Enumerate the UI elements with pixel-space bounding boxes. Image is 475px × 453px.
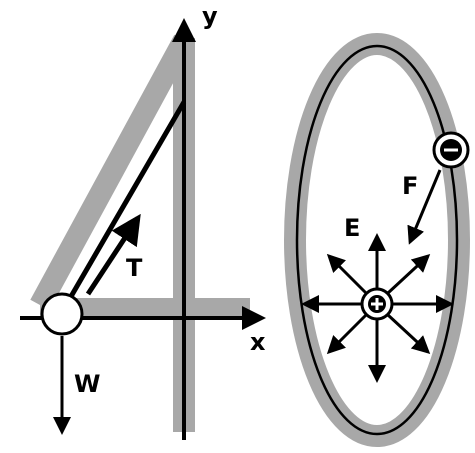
tension-vector <box>85 213 141 296</box>
field-line-down-left <box>326 313 368 355</box>
numeral-zero <box>284 33 470 447</box>
y-axis-label: y <box>202 2 218 30</box>
pendulum-bob <box>40 292 84 336</box>
tension-label: T <box>126 254 143 282</box>
numeral-four <box>30 34 250 432</box>
x-axis-label: x <box>250 328 266 356</box>
four-diagonal-stroke <box>30 34 194 311</box>
field-line-up-right <box>386 253 431 295</box>
field-line-up-left <box>326 253 368 295</box>
weight-label: W <box>74 370 100 398</box>
electric-field-label: E <box>344 214 360 242</box>
plus-sign-icon <box>371 298 383 310</box>
positive-charge <box>360 287 394 321</box>
force-vector <box>407 169 442 245</box>
zero-inner-outline <box>295 44 459 436</box>
field-line-down-right <box>386 313 431 355</box>
pendulum-string <box>59 100 187 314</box>
electric-field-lines <box>301 233 454 383</box>
negative-charge <box>432 131 470 169</box>
coordinate-axes: y x <box>20 2 266 440</box>
force-label: F <box>402 172 418 200</box>
